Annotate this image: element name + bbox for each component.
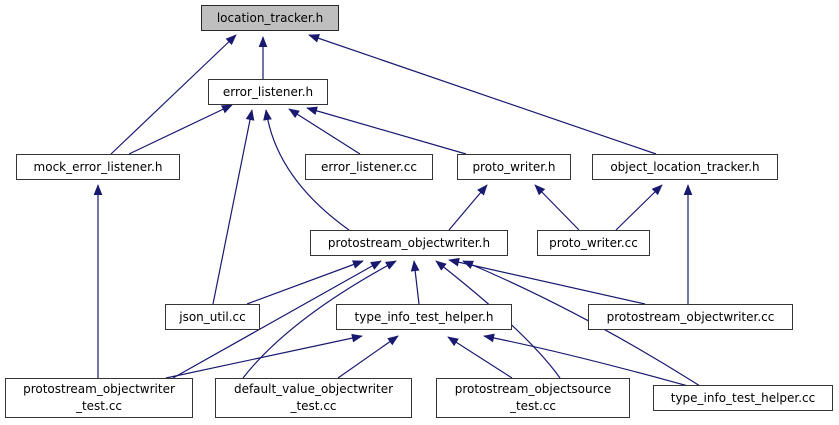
edge-proto_writer.cc-proto_writer.h bbox=[534, 184, 580, 231]
graph-node-proto-writer-cc[interactable]: proto_writer.cc bbox=[537, 230, 650, 256]
graph-node-proto-writer-h[interactable]: proto_writer.h bbox=[457, 154, 571, 180]
edge-protostream_objectwriter.h-error_listener.h bbox=[263, 109, 350, 231]
graph-node-location-tracker-h[interactable]: location_tracker.h bbox=[201, 5, 339, 31]
edge-json_util.cc-error_listener.h bbox=[212, 109, 255, 305]
edge-type_info_test_helper.h-protostream_objectwriter.h bbox=[410, 260, 420, 305]
edge-default_value_objectwriter_test.cc-type_info_test_helper.h bbox=[337, 335, 399, 379]
edge-protostream_objectwriter_test.cc-protostream_objectwriter.h bbox=[172, 260, 382, 379]
graph-node-type-info-test-helper-cc[interactable]: type_info_test_helper.cc bbox=[653, 385, 833, 411]
graph-node-object-location-tracker-h[interactable]: object_location_tracker.h bbox=[592, 154, 778, 180]
edge-proto_writer.h-error_listener.h bbox=[306, 106, 467, 155]
edge-protostream_objectwriter_test.cc-type_info_test_helper.h bbox=[165, 333, 363, 379]
edge-type_info_test_helper.cc-type_info_test_helper.h bbox=[483, 333, 689, 387]
graph-node-protostream-objectwriter-h[interactable]: protostream_objectwriter.h bbox=[310, 230, 508, 256]
graph-node-protostream-objectwriter-test-cc[interactable]: protostream_objectwriter _test.cc bbox=[5, 378, 193, 418]
edge-type_info_test_helper.cc-protostream_objectwriter.h bbox=[462, 260, 701, 387]
edge-object_location_tracker.h-location_tracker.h bbox=[308, 34, 657, 155]
edge-mock_error_listener.h-location_tracker.h bbox=[110, 34, 237, 155]
edge-json_util.cc-protostream_objectwriter.h bbox=[246, 260, 364, 305]
edge-protostream_objectsource_test.cc-type_info_test_helper.h bbox=[447, 336, 513, 379]
graph-node-protostream-objectsource-test-cc[interactable]: protostream_objectsource _test.cc bbox=[436, 378, 630, 418]
edge-protostream_objectwriter.cc-protostream_objectwriter.h bbox=[448, 257, 646, 305]
edge-protostream_objectsource_test.cc-protostream_objectwriter.h bbox=[435, 260, 561, 379]
graph-node-mock-error-listener-h[interactable]: mock_error_listener.h bbox=[16, 154, 180, 180]
graph-node-default-value-objectwriter-test-cc[interactable]: default_value_objectwriter _test.cc bbox=[215, 378, 412, 418]
edge-mock_error_listener.h-error_listener.h bbox=[128, 104, 233, 155]
edge-proto_writer.cc-object_location_tracker.h bbox=[615, 184, 663, 231]
graph-node-error-listener-h[interactable]: error_listener.h bbox=[208, 79, 328, 105]
edge-default_value_objectwriter_test.cc-protostream_objectwriter.h bbox=[242, 260, 397, 379]
graph-node-protostream-objectwriter-cc[interactable]: protostream_objectwriter.cc bbox=[588, 304, 793, 330]
graph-node-type-info-test-helper-h[interactable]: type_info_test_helper.h bbox=[336, 304, 512, 330]
edge-protostream_objectwriter.h-proto_writer.h bbox=[448, 184, 488, 231]
graph-node-json-util-cc[interactable]: json_util.cc bbox=[165, 304, 260, 330]
graph-node-error-listener-cc[interactable]: error_listener.cc bbox=[305, 154, 433, 180]
edge-error_listener.cc-error_listener.h bbox=[288, 108, 361, 155]
